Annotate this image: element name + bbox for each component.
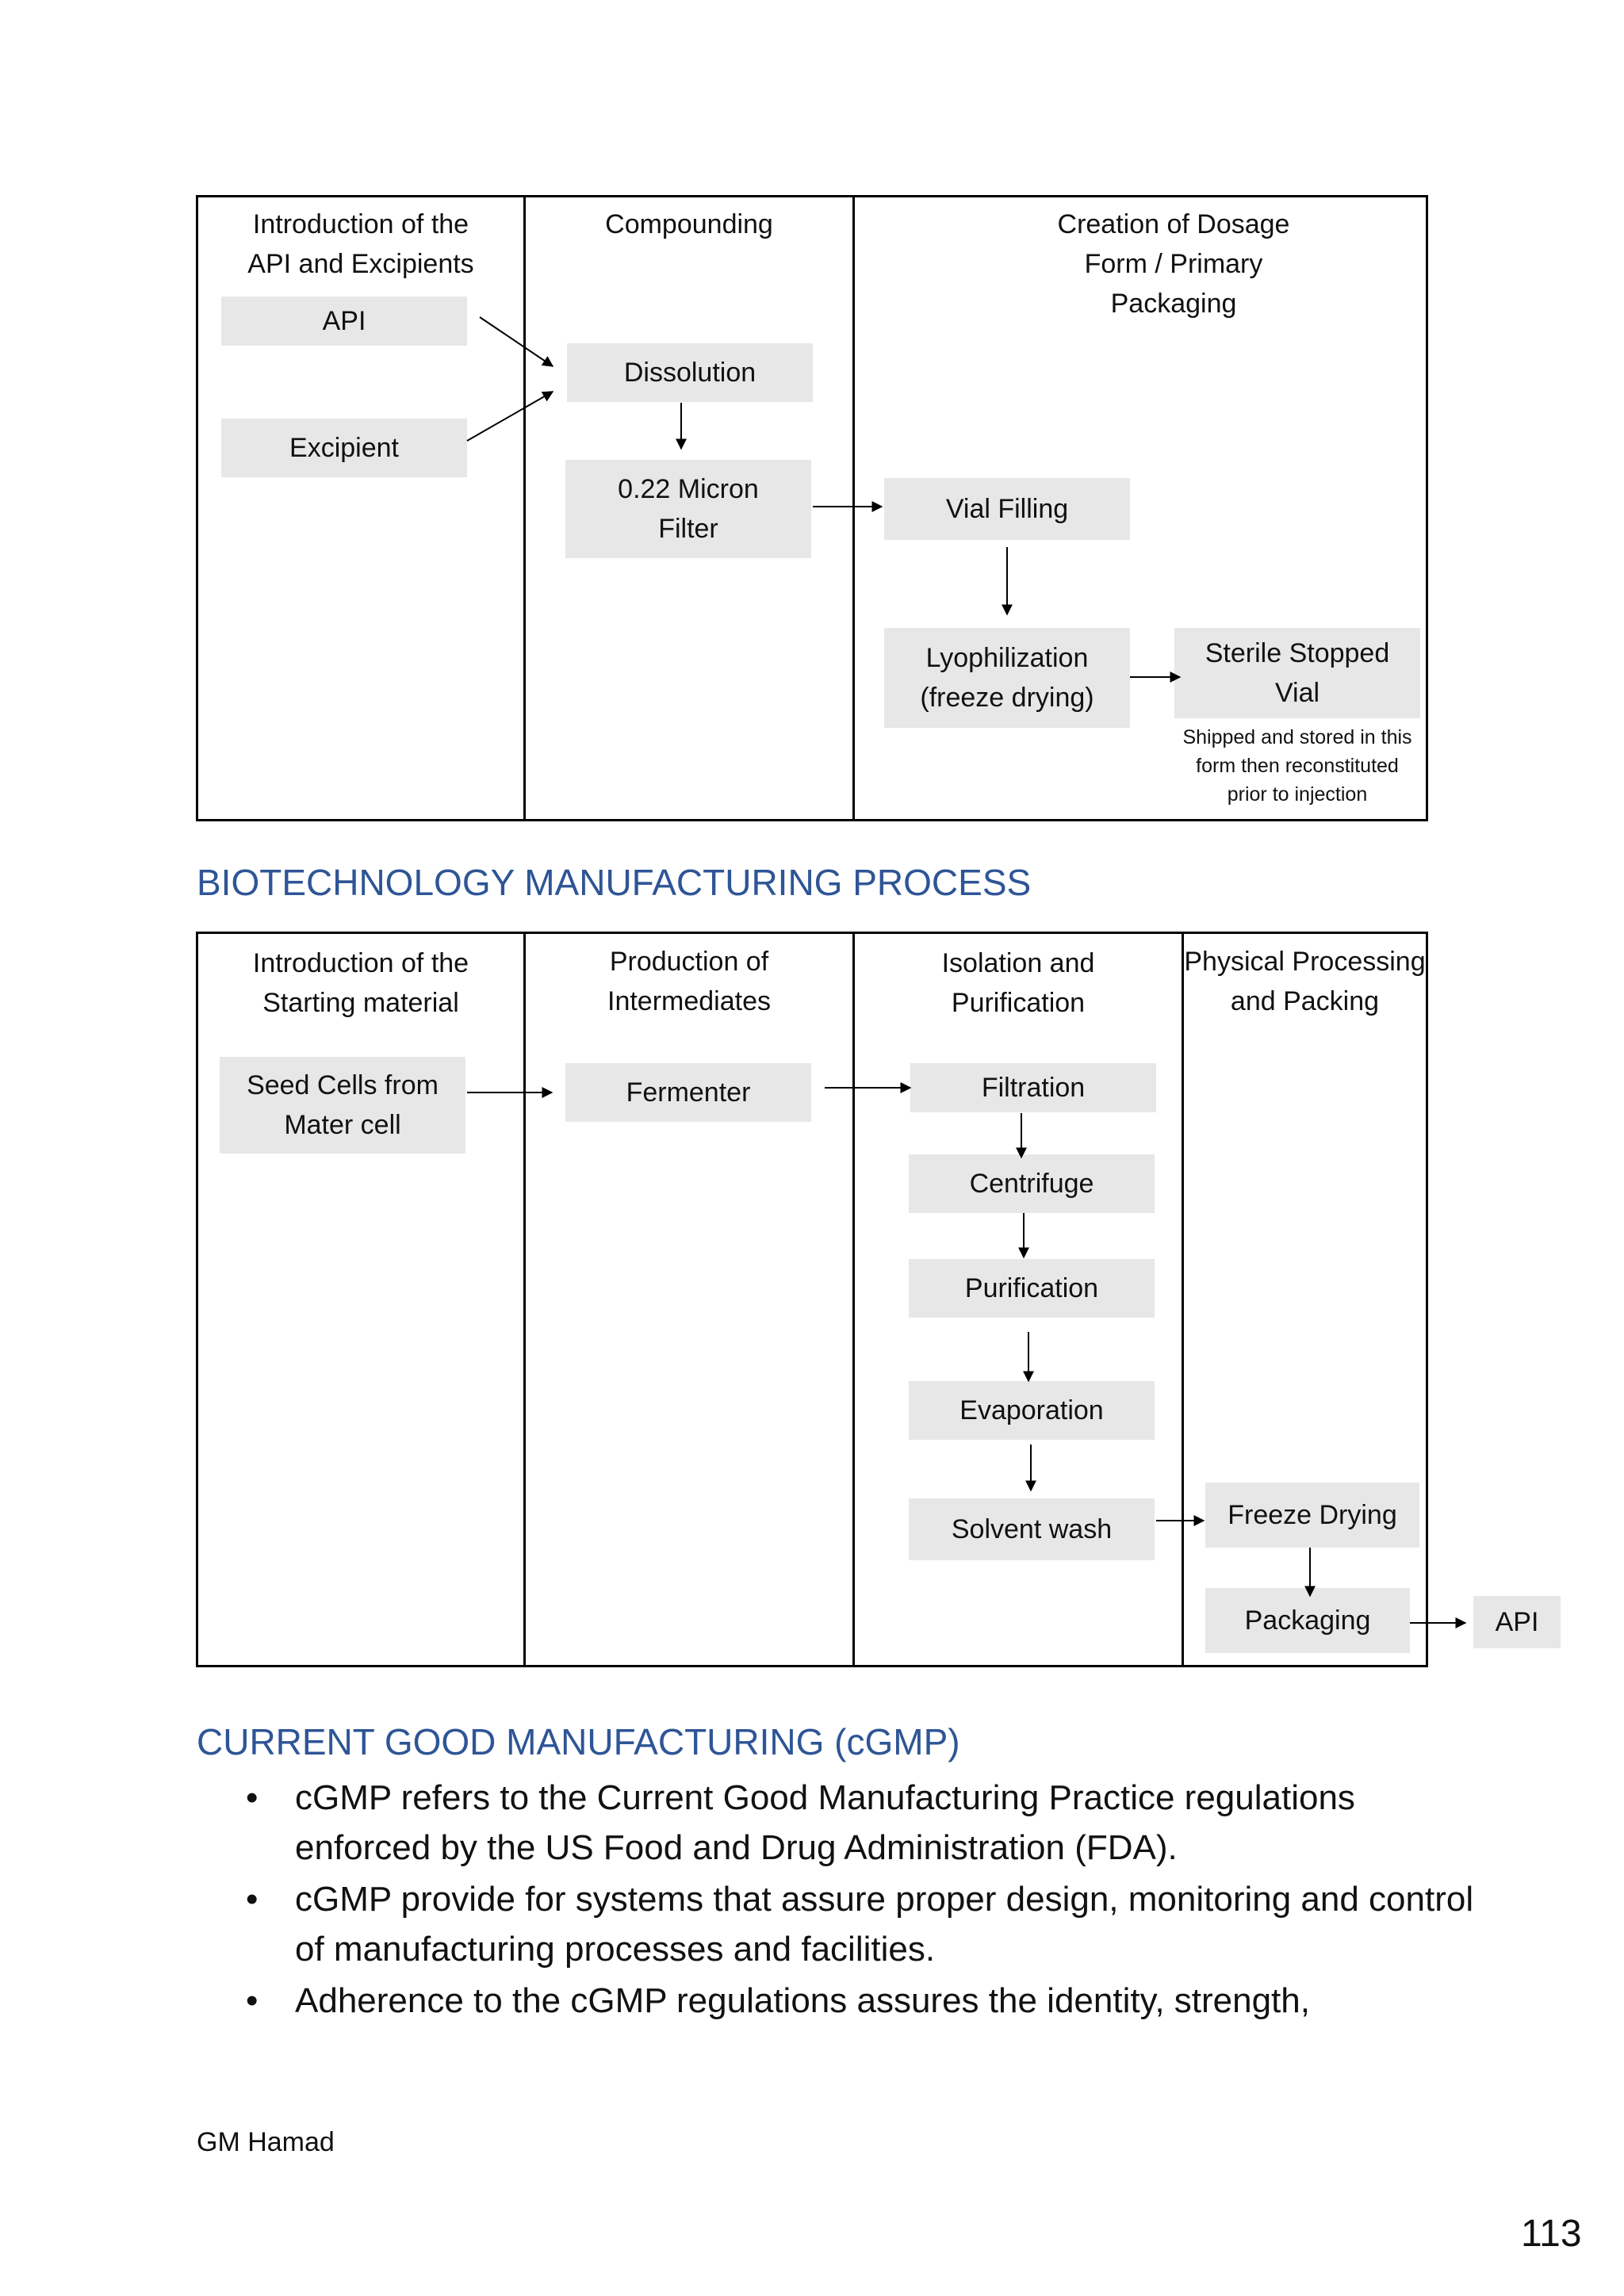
step-api-output: API (1473, 1596, 1561, 1648)
step-centrifuge: Centrifuge (909, 1154, 1155, 1213)
diagram2-header-2: Production of Intermediates (607, 947, 771, 1016)
diagram2-header-4: Physical Processing and Packing (1184, 947, 1426, 1016)
bullet-icon: • (246, 1880, 259, 1919)
step-dissolution: Dissolution (567, 343, 813, 402)
list-item: •cGMP provide for systems that assure pr… (238, 1874, 1475, 1974)
step-filtration: Filtration (910, 1063, 1156, 1112)
footer-author: GM Hamad (197, 2127, 335, 2157)
step-freeze-drying: Freeze Drying (1205, 1483, 1419, 1548)
page-number: 113 (1521, 2213, 1582, 2255)
biotech-heading: BIOTECHNOLOGY MANUFACTURING PROCESS (197, 862, 1032, 903)
step-evaporation: Evaporation (909, 1381, 1155, 1440)
bullet-icon: • (246, 1778, 259, 1817)
diagram1-column-3 (852, 195, 1428, 821)
cgmp-bullet-list: •cGMP refers to the Current Good Manufac… (238, 1773, 1475, 2027)
step-lyophilization: Lyophilization (freeze drying) (884, 628, 1130, 728)
bullet-icon: • (246, 1981, 259, 2020)
diagram2-column-4 (1182, 932, 1428, 1667)
cgmp-heading: CURRENT GOOD MANUFACTURING (cGMP) (197, 1721, 960, 1762)
step-sterile-vial: Sterile Stopped Vial (1174, 628, 1420, 718)
diagram2-header-3: Isolation and Purification (941, 948, 1095, 1018)
step-excipient: Excipient (221, 419, 467, 477)
diagram2-header-1: Introduction of the Starting material (252, 948, 469, 1018)
arrow-api-to-dissolution (479, 316, 554, 367)
step-fermenter: Fermenter (565, 1063, 811, 1122)
diagram1-header-3: Creation of Dosage Form / Primary Packag… (1057, 209, 1290, 319)
step-solvent-wash: Solvent wash (909, 1498, 1155, 1560)
diagram1-header-2: Compounding (605, 209, 773, 239)
sterile-vial-note: Shipped and stored in this form then rec… (1182, 726, 1412, 806)
step-micron-filter: 0.22 Micron Filter (565, 460, 811, 558)
step-packaging: Packaging (1205, 1588, 1410, 1653)
step-seed-cells: Seed Cells from Mater cell (220, 1057, 465, 1154)
arrow-excipient-to-dissolution (466, 391, 554, 442)
step-api: API (221, 297, 467, 346)
step-purification: Purification (909, 1259, 1155, 1318)
list-item: •cGMP refers to the Current Good Manufac… (238, 1773, 1475, 1873)
diagram1-header-1: Introduction of the API and Excipients (247, 209, 474, 279)
list-item: •Adherence to the cGMP regulations assur… (238, 1976, 1475, 2026)
step-vial-filling: Vial Filling (884, 478, 1130, 540)
